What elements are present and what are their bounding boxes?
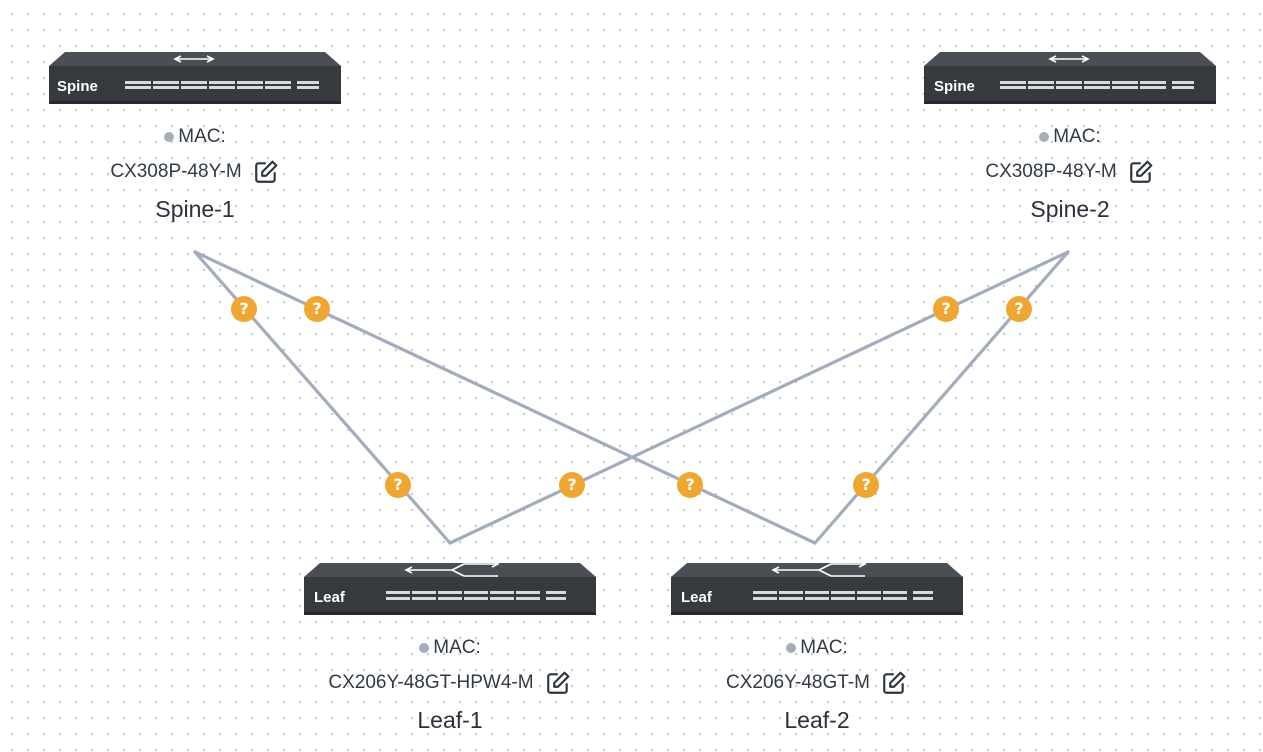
node-name: Leaf-2 xyxy=(784,707,850,733)
edit-icon[interactable] xyxy=(1127,158,1155,186)
mac-label: MAC: xyxy=(178,126,226,147)
question-icon[interactable]: ? xyxy=(304,296,330,322)
status-dot xyxy=(164,132,175,142)
status-dot xyxy=(419,643,430,653)
device-model: CX206Y-48GT-M xyxy=(726,672,870,693)
device-role-label: Spine xyxy=(934,78,975,95)
question-icon[interactable]: ? xyxy=(853,472,879,498)
node-spine-2[interactable]: Spine MAC: CX308P-48Y-M Spine-2 xyxy=(920,50,1220,223)
question-icon[interactable]: ? xyxy=(933,296,959,322)
question-icon[interactable]: ? xyxy=(677,472,703,498)
device-role-label: Leaf xyxy=(681,589,712,606)
switch-icon: Spine xyxy=(47,50,343,106)
node-leaf-1[interactable]: Leaf MAC: CX206Y-48GT-HPW4-M Leaf-1 xyxy=(295,561,605,734)
link-spine2-leaf1[interactable] xyxy=(448,250,1070,545)
question-icon[interactable]: ? xyxy=(385,472,411,498)
link-spine1-leaf2[interactable] xyxy=(193,250,817,545)
mac-label: MAC: xyxy=(1053,126,1101,147)
device-role-label: Leaf xyxy=(314,589,345,606)
question-icon[interactable]: ? xyxy=(1006,296,1032,322)
edit-icon[interactable] xyxy=(252,158,280,186)
node-spine-1[interactable]: Spine MAC: CX308P-48Y-M Spine-1 xyxy=(45,50,345,223)
link-spine1-leaf1[interactable] xyxy=(193,250,452,545)
node-name: Spine-1 xyxy=(155,196,235,222)
device-model: CX308P-48Y-M xyxy=(110,161,242,182)
question-icon[interactable]: ? xyxy=(231,296,257,322)
node-name: Spine-2 xyxy=(1030,196,1110,222)
mac-label: MAC: xyxy=(433,637,481,658)
edit-icon[interactable] xyxy=(880,669,908,697)
switch-icon: Leaf xyxy=(669,561,965,617)
switch-icon: Spine xyxy=(922,50,1218,106)
edit-icon[interactable] xyxy=(544,669,572,697)
node-leaf-2[interactable]: Leaf MAC: CX206Y-48GT-M Leaf-2 xyxy=(662,561,972,734)
device-model: CX206Y-48GT-HPW4-M xyxy=(328,672,534,693)
mac-label: MAC: xyxy=(800,637,848,658)
question-icon[interactable]: ? xyxy=(559,472,585,498)
node-name: Leaf-1 xyxy=(417,707,483,733)
device-model: CX308P-48Y-M xyxy=(985,161,1117,182)
status-dot xyxy=(1039,132,1050,142)
switch-icon: Leaf xyxy=(302,561,598,617)
status-dot xyxy=(786,643,797,653)
device-role-label: Spine xyxy=(57,78,98,95)
